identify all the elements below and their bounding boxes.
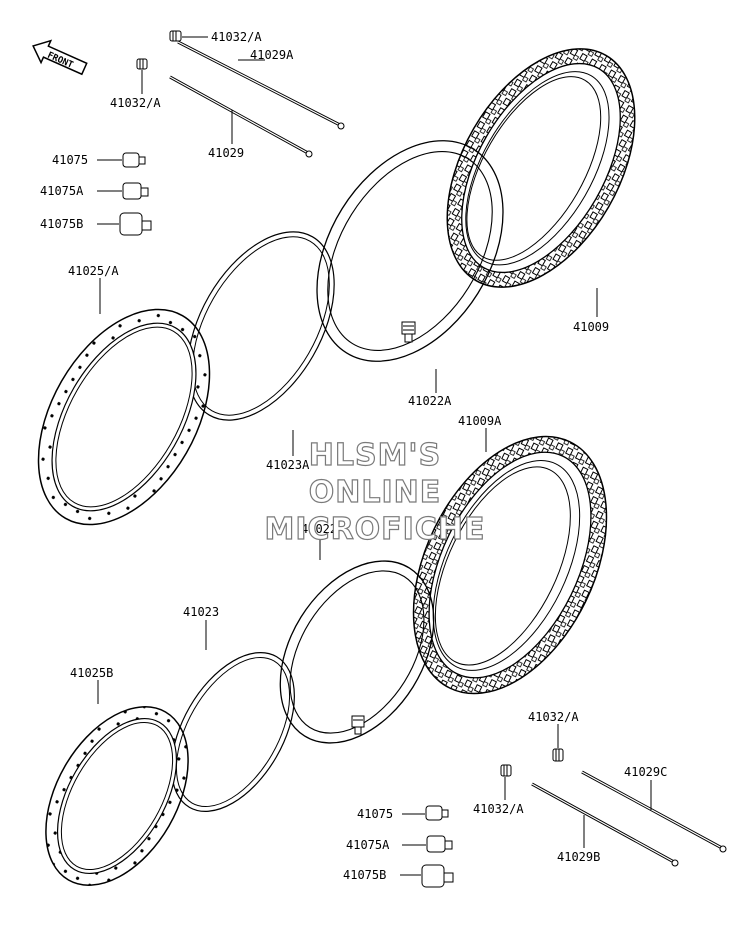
- tube-valve-41022a: [401, 321, 416, 343]
- tube-41022: [279, 560, 435, 744]
- label-41075-bottom: 41075: [357, 807, 393, 821]
- label-41029b: 41029B: [557, 850, 600, 864]
- label-41029a: 41029A: [250, 48, 294, 62]
- front-arrow-icon: FRONT: [32, 39, 88, 76]
- label-41023a: 41023A: [266, 458, 310, 472]
- label-41022: 41022: [301, 522, 337, 536]
- label-41075b-bottom: 41075B: [343, 868, 386, 882]
- rim-41025a: [37, 308, 211, 526]
- label-41009: 41009: [573, 320, 609, 334]
- nipple-lower-right-icon: [552, 748, 564, 762]
- spoke-41029: [169, 75, 313, 158]
- nipple-lower-mid-icon: [500, 764, 512, 777]
- label-41075-top: 41075: [52, 153, 88, 167]
- label-41025b: 41025B: [70, 666, 113, 680]
- label-41075a-bottom: 41075A: [346, 838, 390, 852]
- spoke-41029b: [531, 782, 679, 867]
- tube-41022a: [316, 140, 504, 362]
- valve-cap-41075a-bottom-icon: [426, 835, 453, 853]
- watermark-line-1: HLSM'S: [309, 438, 441, 473]
- label-41025a: 41025/A: [68, 264, 119, 278]
- label-41029c: 41029C: [624, 765, 667, 779]
- label-41075b-top: 41075B: [40, 217, 83, 231]
- spoke-41029c: [581, 770, 727, 853]
- label-41032a-left: 41032/A: [110, 96, 161, 110]
- watermark-line-3: MICROFICHE: [265, 512, 486, 547]
- label-41023: 41023: [183, 605, 219, 619]
- label-41032a-bottom-mid: 41032/A: [473, 802, 524, 816]
- valve-cap-41075b-bottom-icon: [421, 864, 454, 888]
- tire-41009: [446, 48, 636, 288]
- rim-band-41023a: [187, 231, 335, 421]
- nipple-top-icon: [169, 30, 182, 42]
- valve-cap-41075a-top-icon: [122, 182, 149, 200]
- label-41032a-top: 41032/A: [211, 30, 262, 44]
- nipple-left-icon: [136, 58, 148, 70]
- watermark-line-2: ONLINE: [309, 475, 442, 510]
- label-41009a: 41009A: [458, 414, 502, 428]
- tube-valve-41022: [351, 715, 365, 735]
- leader-lines: [97, 36, 652, 876]
- rim-41025b: [45, 706, 189, 886]
- label-41075a-top: 41075A: [40, 184, 84, 198]
- spoke-41029a: [177, 40, 345, 130]
- watermark: HLSM'S ONLINE MICROFICHE: [264, 437, 486, 547]
- valve-cap-41075-top-icon: [122, 152, 146, 168]
- valve-cap-41075b-top-icon: [119, 212, 152, 236]
- tire-41009a: [412, 435, 608, 695]
- label-41029: 41029: [208, 146, 244, 160]
- valve-cap-41075-bottom-icon: [425, 805, 449, 821]
- rim-band-41023: [171, 652, 295, 812]
- label-41032a-bottom-right: 41032/A: [528, 710, 579, 724]
- label-41022a: 41022A: [408, 394, 452, 408]
